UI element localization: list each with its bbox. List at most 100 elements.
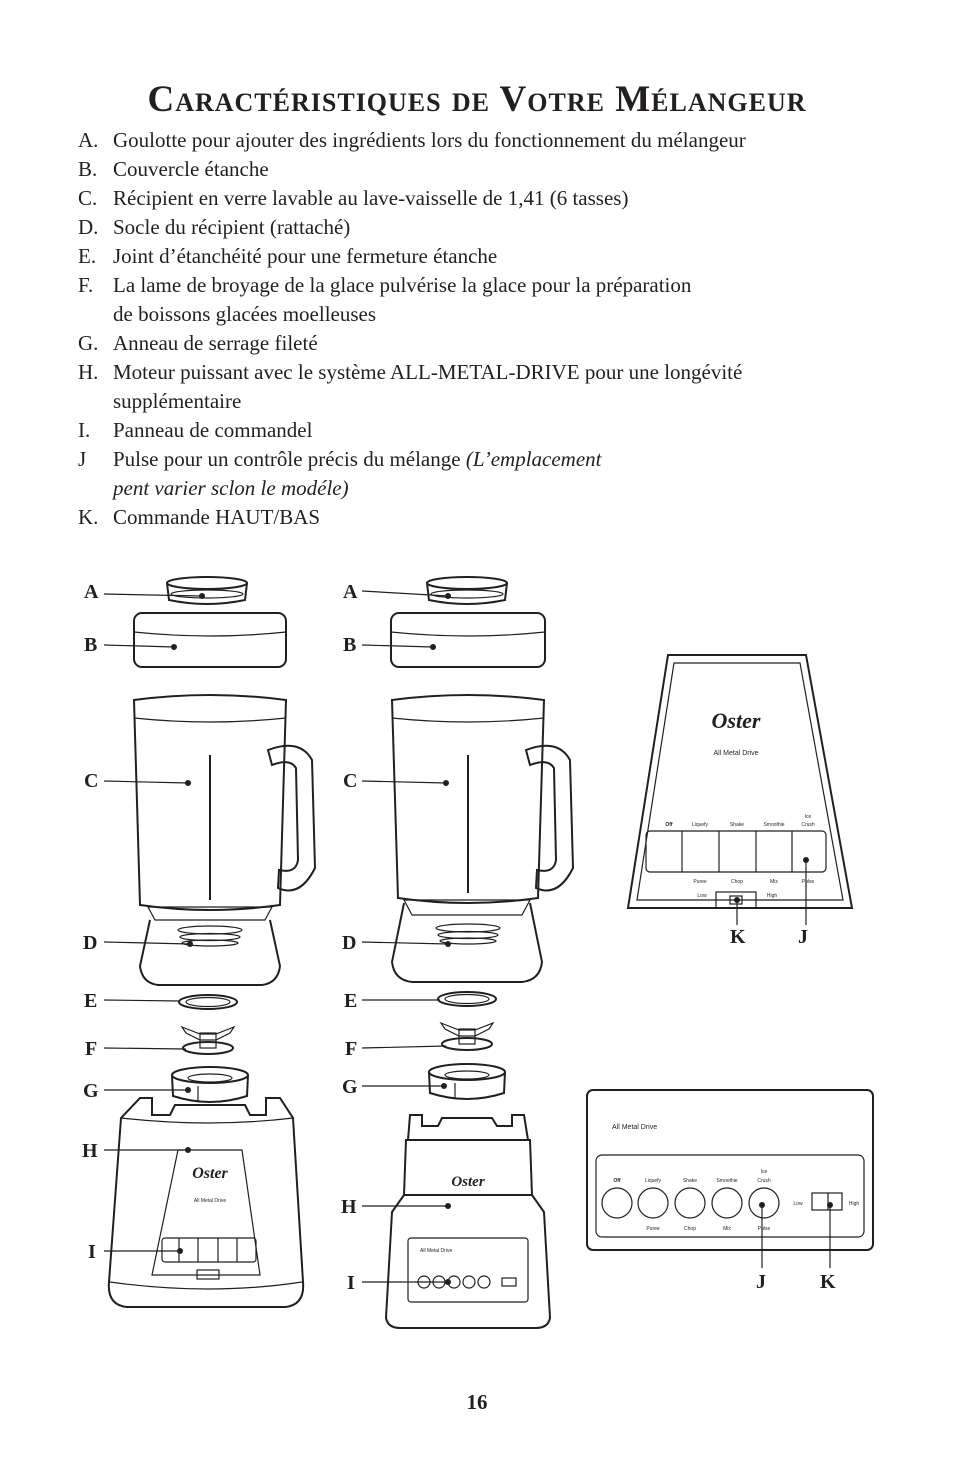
feature-text: Moteur puissant avec le système ALL-META…: [113, 360, 743, 384]
feature-letter: G.: [78, 331, 99, 355]
pulse-label: Pulse: [802, 879, 815, 885]
lid-drawing: [390, 612, 546, 668]
smoothie-label: Smoothie: [763, 822, 784, 828]
threaded-ring-drawing: [428, 1063, 506, 1100]
control-panel-wide: All Metal Drive Off Liquefy Shake Smooth…: [586, 1089, 874, 1268]
chop-label: Chop: [731, 879, 743, 885]
feature-item-k: K. Commande HAUT/BAS: [78, 503, 878, 532]
crush-label: Crush: [757, 1178, 771, 1184]
callout-g: G: [342, 1076, 358, 1098]
feature-item-f: F. La lame de broyage de la glace pulvéri…: [78, 271, 878, 329]
callout-letters: A B C D E F G H I A B C D E F G H I K J …: [82, 581, 836, 1294]
feature-letter: J: [78, 447, 87, 471]
feature-letter: I.: [78, 418, 91, 442]
feature-text-continued: de boissons glacées moelleuses: [113, 302, 377, 326]
panel-title-text: All Metal Drive: [194, 1198, 226, 1204]
callout-h: H: [341, 1196, 357, 1218]
leader-lines-left: [103, 593, 205, 1254]
blender-parts-diagram: Oster All Metal Drive: [82, 576, 874, 1329]
feature-text: Anneau de serrage fileté: [113, 331, 318, 355]
callout-i: I: [88, 1241, 96, 1263]
crush-label: Crush: [801, 822, 815, 828]
high-label: High: [849, 1201, 860, 1207]
feature-letter: A.: [78, 128, 99, 152]
feature-note: (L’emplacement: [465, 447, 602, 471]
feature-text: Pulse pour un contrôle précis du mélange: [113, 447, 466, 471]
chop-label: Chop: [684, 1226, 696, 1232]
callout-d: D: [342, 932, 356, 954]
panel-title-text: All Metal Drive: [420, 1248, 452, 1254]
feature-text: Commande HAUT/BAS: [113, 505, 321, 529]
feature-letter: E.: [78, 244, 97, 268]
feature-item-c: C. Récipient en verre lavable au lave-vai…: [78, 184, 878, 213]
blade-drawing: [439, 1021, 495, 1051]
callout-i: I: [347, 1272, 355, 1294]
feature-letter: F.: [78, 273, 94, 297]
threaded-ring-drawing: [171, 1066, 249, 1103]
filler-cap-drawing: [426, 576, 508, 605]
off-label: Off: [613, 1178, 621, 1184]
callout-j: J: [798, 926, 808, 948]
feature-item-d: D. Socle du récipient (rattaché): [78, 213, 878, 242]
feature-letter: H.: [78, 360, 99, 384]
features-list: A. Goulotte pour ajouter des ingrédients …: [78, 126, 878, 532]
sealing-ring-drawing: [437, 991, 497, 1007]
ice-label: Ice: [805, 814, 812, 820]
shake-label: Shake: [683, 1178, 697, 1184]
feature-text-continued: supplémentaire: [113, 389, 242, 413]
callout-k: K: [730, 926, 746, 948]
sealing-ring-drawing: [178, 994, 238, 1010]
control-panel-tall: Oster All Metal Drive Off Liquefy Shake …: [626, 654, 854, 925]
ice-label: Ice: [761, 1169, 768, 1175]
feature-letter: K.: [78, 505, 99, 529]
callout-c: C: [343, 770, 357, 792]
brand-logo-text: Oster: [712, 708, 761, 733]
feature-letter: C.: [78, 186, 98, 210]
callout-c: C: [84, 770, 98, 792]
feature-item-a: A. Goulotte pour ajouter des ingrédients …: [78, 126, 878, 155]
center-blender: Oster All Metal Drive: [384, 576, 575, 1329]
callout-g: G: [83, 1080, 99, 1102]
puree-label: Puree: [646, 1226, 660, 1232]
feature-text: Socle du récipient (rattaché): [113, 215, 351, 239]
liquefy-label: Liquefy: [645, 1178, 662, 1184]
high-label: High: [767, 893, 778, 899]
callout-e: E: [344, 990, 357, 1012]
jar-drawing: [132, 694, 317, 911]
low-label: Low: [793, 1201, 803, 1207]
brand-logo-text: Oster: [192, 1165, 228, 1182]
pulse-label: Pulse: [758, 1226, 771, 1232]
feature-text: Récipient en verre lavable au lave-vaiss…: [113, 186, 629, 210]
callout-f: F: [345, 1038, 357, 1060]
feature-note-continued: pent varier sclon le modéle): [113, 476, 349, 500]
feature-text: La lame de broyage de la glace pulvérise…: [113, 273, 692, 297]
feature-text: Goulotte pour ajouter des ingrédients lo…: [113, 128, 746, 152]
callout-f: F: [85, 1038, 97, 1060]
callout-j: J: [756, 1271, 766, 1293]
feature-item-j: J Pulse pour un contrôle précis du mélang…: [78, 445, 878, 503]
callout-d: D: [83, 932, 97, 954]
feature-text: Couvercle étanche: [113, 157, 269, 181]
callout-b: B: [343, 634, 356, 656]
callout-h: H: [82, 1140, 98, 1162]
feature-text: Joint d’étanchéité pour une fermeture ét…: [113, 244, 498, 268]
feature-item-h: H. Moteur puissant avec le système ALL-ME…: [78, 358, 878, 416]
callout-a: A: [84, 581, 99, 603]
left-blender: Oster All Metal Drive: [107, 576, 317, 1308]
panel-title-text: All Metal Drive: [612, 1124, 657, 1131]
blade-drawing: [180, 1025, 236, 1055]
feature-letter: D.: [78, 215, 99, 239]
feature-item-i: I.Panneau de commandel: [78, 416, 878, 445]
smoothie-label: Smoothie: [716, 1178, 737, 1184]
jar-base-drawing: [138, 906, 282, 986]
liquefy-label: Liquefy: [692, 822, 709, 828]
jar-drawing: [390, 694, 575, 904]
callout-k: K: [820, 1271, 836, 1293]
feature-letter: B.: [78, 157, 98, 181]
jar-base-drawing: [390, 899, 544, 983]
shake-label: Shake: [730, 822, 744, 828]
puree-label: Puree: [693, 879, 707, 885]
page-title: Caractéristiques de Votre Mélangeur: [147, 79, 807, 120]
callout-b: B: [84, 634, 97, 656]
callout-e: E: [84, 990, 97, 1012]
